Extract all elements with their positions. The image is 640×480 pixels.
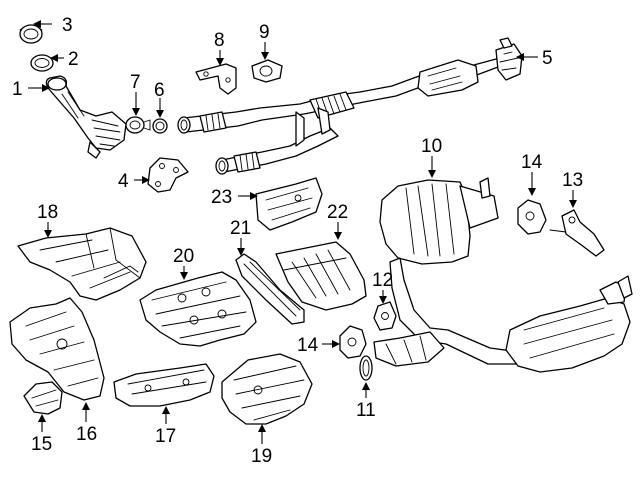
callout-4: 4 (118, 171, 129, 192)
part-3-clamp (19, 24, 43, 44)
part-10-rear-muffler-assembly (373, 177, 633, 373)
callout-3: 3 (62, 15, 73, 36)
callout-2: 2 (68, 49, 79, 70)
callout-6: 6 (154, 80, 165, 101)
part-13-bracket (549, 209, 605, 257)
callout-5: 5 (542, 48, 553, 69)
part-9-hanger (251, 59, 283, 83)
callout-labels: 3 2 1 7 6 8 9 5 4 23 10 14 13 18 22 21 2… (12, 15, 583, 467)
part-7-flange-gasket (125, 116, 151, 134)
part-17-heat-shield (113, 363, 215, 407)
callout-22: 22 (327, 202, 348, 223)
part-19-heat-shield (221, 353, 313, 425)
callout-1: 1 (12, 79, 23, 100)
part-21-heat-shield-strip (235, 253, 305, 325)
callout-11: 11 (356, 400, 376, 421)
callout-14-right: 14 (521, 152, 543, 173)
callout-23: 23 (211, 187, 232, 208)
callout-18: 18 (37, 202, 58, 223)
callout-17: 17 (155, 426, 176, 447)
part-14-hanger-bracket-right (517, 199, 547, 235)
part-5-intermediate-pipe-assembly (177, 37, 523, 175)
part-23-heat-shield (255, 177, 323, 231)
callout-leaders (28, 20, 577, 444)
callout-14-left: 14 (297, 335, 319, 356)
callout-15: 15 (31, 434, 52, 455)
part-20-heat-shield (139, 271, 257, 347)
callout-8: 8 (214, 30, 225, 51)
callout-16: 16 (76, 424, 97, 445)
part-15-shield-clip (23, 381, 63, 415)
part-8-bracket (195, 63, 237, 95)
part-22-heat-shield (275, 241, 367, 311)
part-18-heat-shield (17, 227, 147, 301)
part-11-gasket (359, 355, 373, 381)
part-14-hanger-bracket-left (339, 325, 367, 359)
callout-9: 9 (259, 22, 270, 43)
part-2-gasket (30, 54, 54, 72)
callout-7: 7 (130, 72, 141, 93)
part-1-front-catalytic-converter (45, 75, 127, 159)
part-6-seal-ring (152, 118, 168, 134)
part-4-mount-bracket (147, 157, 189, 193)
callout-21: 21 (230, 218, 251, 239)
callout-10: 10 (421, 136, 442, 157)
part-12-hanger (373, 301, 397, 331)
callout-13: 13 (562, 170, 583, 191)
callout-20: 20 (173, 246, 194, 267)
callout-19: 19 (251, 446, 272, 467)
callout-12: 12 (372, 270, 393, 291)
part-16-heat-shield (9, 297, 105, 401)
